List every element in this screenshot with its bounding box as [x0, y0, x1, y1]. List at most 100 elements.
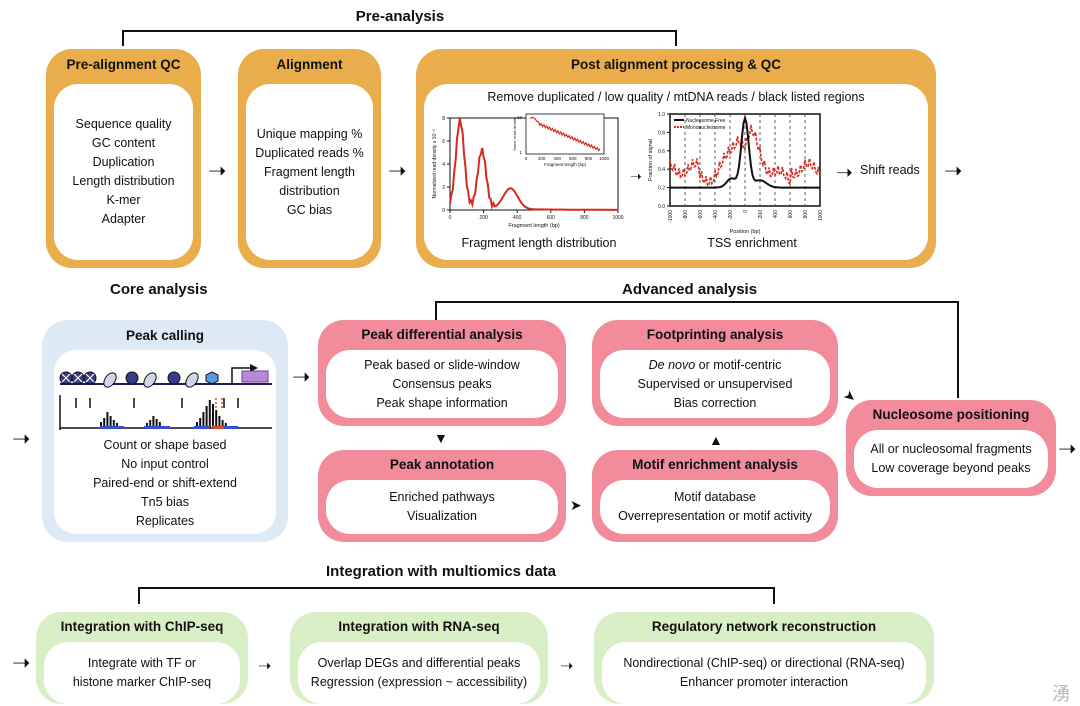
alignment-list: Unique mapping % Duplicated reads % Frag… — [246, 84, 373, 260]
arrow-right-icon: ➝ — [1058, 436, 1077, 461]
frag-inset-ytick-label: 10 — [517, 115, 523, 120]
peak-calling-item: Paired-end or shift-extend — [93, 476, 237, 490]
rna-seq-box: Integration with RNA-seq Overlap DEGs an… — [290, 612, 548, 704]
tss-ytick-label: 0.6 — [658, 149, 665, 155]
peak-calling-list: Count or shape based No input control Pa… — [54, 436, 276, 531]
peak-calling-box: Peak calling — [42, 320, 288, 542]
integration-bracket — [138, 587, 775, 604]
tss-xtick-label: -600 — [698, 210, 704, 220]
nucleosome-item: Low coverage beyond peaks — [871, 461, 1031, 475]
coverage-bar — [103, 418, 106, 428]
peak-calling-schematic — [59, 364, 272, 430]
tss-xtick-label: 400 — [773, 210, 779, 219]
frag-inset-xtick-label: 0 — [525, 156, 528, 161]
frag-inset-xtick-label: 400 — [553, 156, 561, 161]
alignment-item: Unique mapping % — [256, 126, 363, 141]
small-arrow-icon: ➝ — [630, 168, 642, 184]
motif-enrichment-box: Motif enrichment analysis Motif database… — [592, 450, 838, 542]
tss-xtick-label: 800 — [803, 210, 809, 219]
tss-legend-label: Mononucleosome — [686, 125, 726, 131]
footprinting-title: Footprinting analysis — [646, 327, 784, 342]
coverage-bar — [155, 419, 158, 428]
coverage-bar — [208, 400, 211, 428]
qc-item: Adapter — [101, 212, 146, 226]
watermark: 湧 — [1052, 684, 1070, 705]
shift-reads-label: Shift reads — [860, 163, 920, 177]
coverage-bar — [196, 422, 198, 428]
frag-inset-ytick-label: 1 — [519, 150, 522, 155]
tss-xtick-label: -1000 — [668, 210, 674, 223]
footprinting-item: Supervised or unsupervised — [637, 376, 793, 391]
qc-item: Sequence quality — [75, 117, 172, 131]
chip-seq-list: Integrate with TF or histone marker ChIP… — [44, 642, 240, 704]
arrow-down-icon: ▼ — [434, 430, 448, 446]
regulatory-item: Nondirectional (ChIP-seq) or directional… — [623, 656, 905, 670]
peak-calling-item: Tn5 bias — [141, 495, 189, 509]
arrow-up-icon: ▲ — [709, 432, 723, 448]
pre-analysis-heading: Pre-analysis — [355, 8, 445, 25]
advanced-analysis-bracket — [435, 301, 959, 398]
footprinting-box: Footprinting analysis De novo or motif-c… — [592, 320, 838, 426]
pre-alignment-qc-list: Sequence quality GC content Duplication … — [54, 84, 193, 260]
frag-inset-ylabel: Norm. read density — [512, 117, 517, 151]
qc-item: Duplication — [92, 155, 155, 169]
peak-differential-item: Peak shape information — [376, 395, 508, 410]
tss-nucleosome-free-line — [670, 114, 820, 189]
rna-seq-item: Regression (expression ~ accessibility) — [310, 675, 528, 689]
regulatory-title: Regulatory network reconstruction — [651, 619, 877, 634]
peak-calling-item: Count or shape based — [103, 438, 227, 452]
frag-ytick-label: 2 — [442, 185, 445, 191]
peak-differential-box: Peak differential analysis Peak based or… — [318, 320, 566, 426]
frag-xtick-label: 0 — [449, 215, 452, 221]
core-analysis-heading: Core analysis — [110, 281, 208, 298]
post-alignment-panel: Remove duplicated / low quality / mtDNA … — [424, 84, 928, 260]
tss-ytick-label: 0.0 — [658, 204, 665, 210]
alignment-item: GC bias — [286, 202, 333, 217]
tss-xtick-label: 600 — [788, 210, 794, 219]
motif-enrichment-list: Motif database Overrepresentation or mot… — [600, 480, 830, 534]
frag-inset-frame — [525, 113, 605, 155]
frag-inset-xtick-label: 1000 — [599, 156, 610, 161]
qc-item: Length distribution — [72, 174, 175, 188]
frag-xlabel: Fragment length (bp) — [508, 223, 560, 229]
frag-xtick-label: 200 — [479, 215, 488, 221]
peak-differential-item: Consensus peaks — [392, 376, 492, 391]
arrow-right-icon: ➝ — [208, 158, 227, 183]
de-novo-text: De novo — [648, 357, 696, 372]
rna-seq-title: Integration with RNA-seq — [338, 619, 500, 634]
coverage-bar — [146, 423, 148, 428]
tss-xtick-label: -200 — [728, 210, 734, 220]
alignment-item: distribution — [279, 183, 340, 198]
peak-calling-item: Replicates — [135, 514, 195, 528]
tss-mononucleosome-line — [669, 124, 821, 187]
footprinting-item: De novo or motif-centric — [649, 356, 782, 375]
regulatory-list: Nondirectional (ChIP-seq) or directional… — [602, 642, 926, 704]
frag-series-line — [449, 118, 618, 211]
tss-enrichment-caption: TSS enrichment — [707, 236, 797, 250]
arrow-right-icon: ➝ — [12, 650, 31, 675]
pre-alignment-qc-title: Pre-alignment QC — [66, 57, 181, 72]
tss-xtick-label: 200 — [758, 210, 764, 219]
tss-ytick-label: 0.4 — [658, 167, 665, 173]
peak-differential-list: Peak based or slide-window Consensus pea… — [326, 350, 558, 418]
frag-xtick-label: 800 — [580, 215, 589, 221]
chip-seq-item: histone marker ChIP-seq — [72, 675, 212, 689]
peak-annotation-box: Peak annotation Enriched pathways Visual… — [318, 450, 566, 542]
alignment-item: Fragment length — [263, 164, 356, 179]
tss-legend-label: Nucleosome Free — [686, 118, 726, 124]
coverage-bar — [116, 423, 118, 428]
chip-seq-item: Integrate with TF or — [87, 656, 197, 670]
tss-xtick-label: 1000 — [818, 210, 824, 221]
frag-inset-xtick-label: 800 — [585, 156, 593, 161]
peak-annotation-title: Peak annotation — [389, 457, 495, 472]
tss-xlabel: Position (bp) — [730, 229, 761, 235]
frag-ytick-label: 0 — [442, 208, 445, 214]
coverage-bar — [158, 422, 161, 428]
frag-xtick-label: 1000 — [612, 215, 623, 221]
integration-heading: Integration with multiomics data — [326, 563, 557, 580]
arrow-right-small-icon: ➤ — [570, 497, 582, 513]
coverage-bar — [106, 412, 109, 428]
nucleosome-list: All or nucleosomal fragments Low coverag… — [854, 430, 1048, 488]
pre-alignment-qc-box: Pre-alignment QC Sequence quality GC con… — [46, 49, 201, 268]
